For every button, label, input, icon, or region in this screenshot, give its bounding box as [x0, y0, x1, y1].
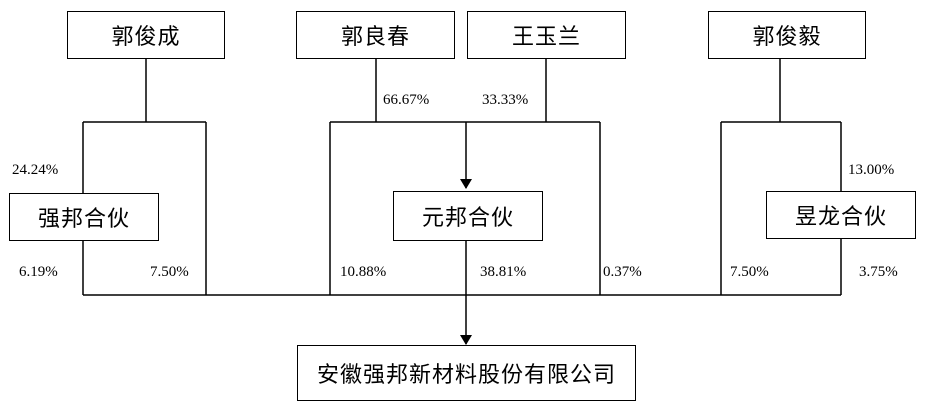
- pct-qiangbang-to-company: 6.19%: [19, 264, 58, 280]
- entity-box-wang-yulan: 王玉兰: [467, 11, 626, 59]
- entity-box-qiangbang-hehuo: 强邦合伙: [9, 193, 159, 241]
- entity-box-yuanbang-hehuo: 元邦合伙: [393, 191, 543, 241]
- pct-liangchun-to-company: 10.88%: [340, 264, 387, 280]
- pct-yulan-to-yuanbang: 33.33%: [482, 92, 529, 108]
- entity-box-yulong-hehuo: 昱龙合伙: [766, 191, 916, 239]
- pct-junyi-to-company: 7.50%: [730, 264, 769, 280]
- pct-juncheng-to-company: 7.50%: [150, 264, 189, 280]
- pct-yuanbang-to-company: 38.81%: [480, 264, 527, 280]
- entity-box-guo-juncheng: 郭俊成: [67, 11, 225, 59]
- pct-yulong-to-company: 3.75%: [859, 264, 898, 280]
- pct-junyi-to-yulong: 13.00%: [848, 162, 895, 178]
- pct-juncheng-to-qiangbang: 24.24%: [12, 162, 59, 178]
- entity-box-guo-liangchun: 郭良春: [296, 11, 455, 59]
- pct-yulan-to-company: 0.37%: [603, 264, 642, 280]
- entity-box-company: 安徽强邦新材料股份有限公司: [297, 345, 636, 401]
- entity-box-guo-junyi: 郭俊毅: [708, 11, 866, 59]
- pct-liangchun-to-yuanbang: 66.67%: [383, 92, 430, 108]
